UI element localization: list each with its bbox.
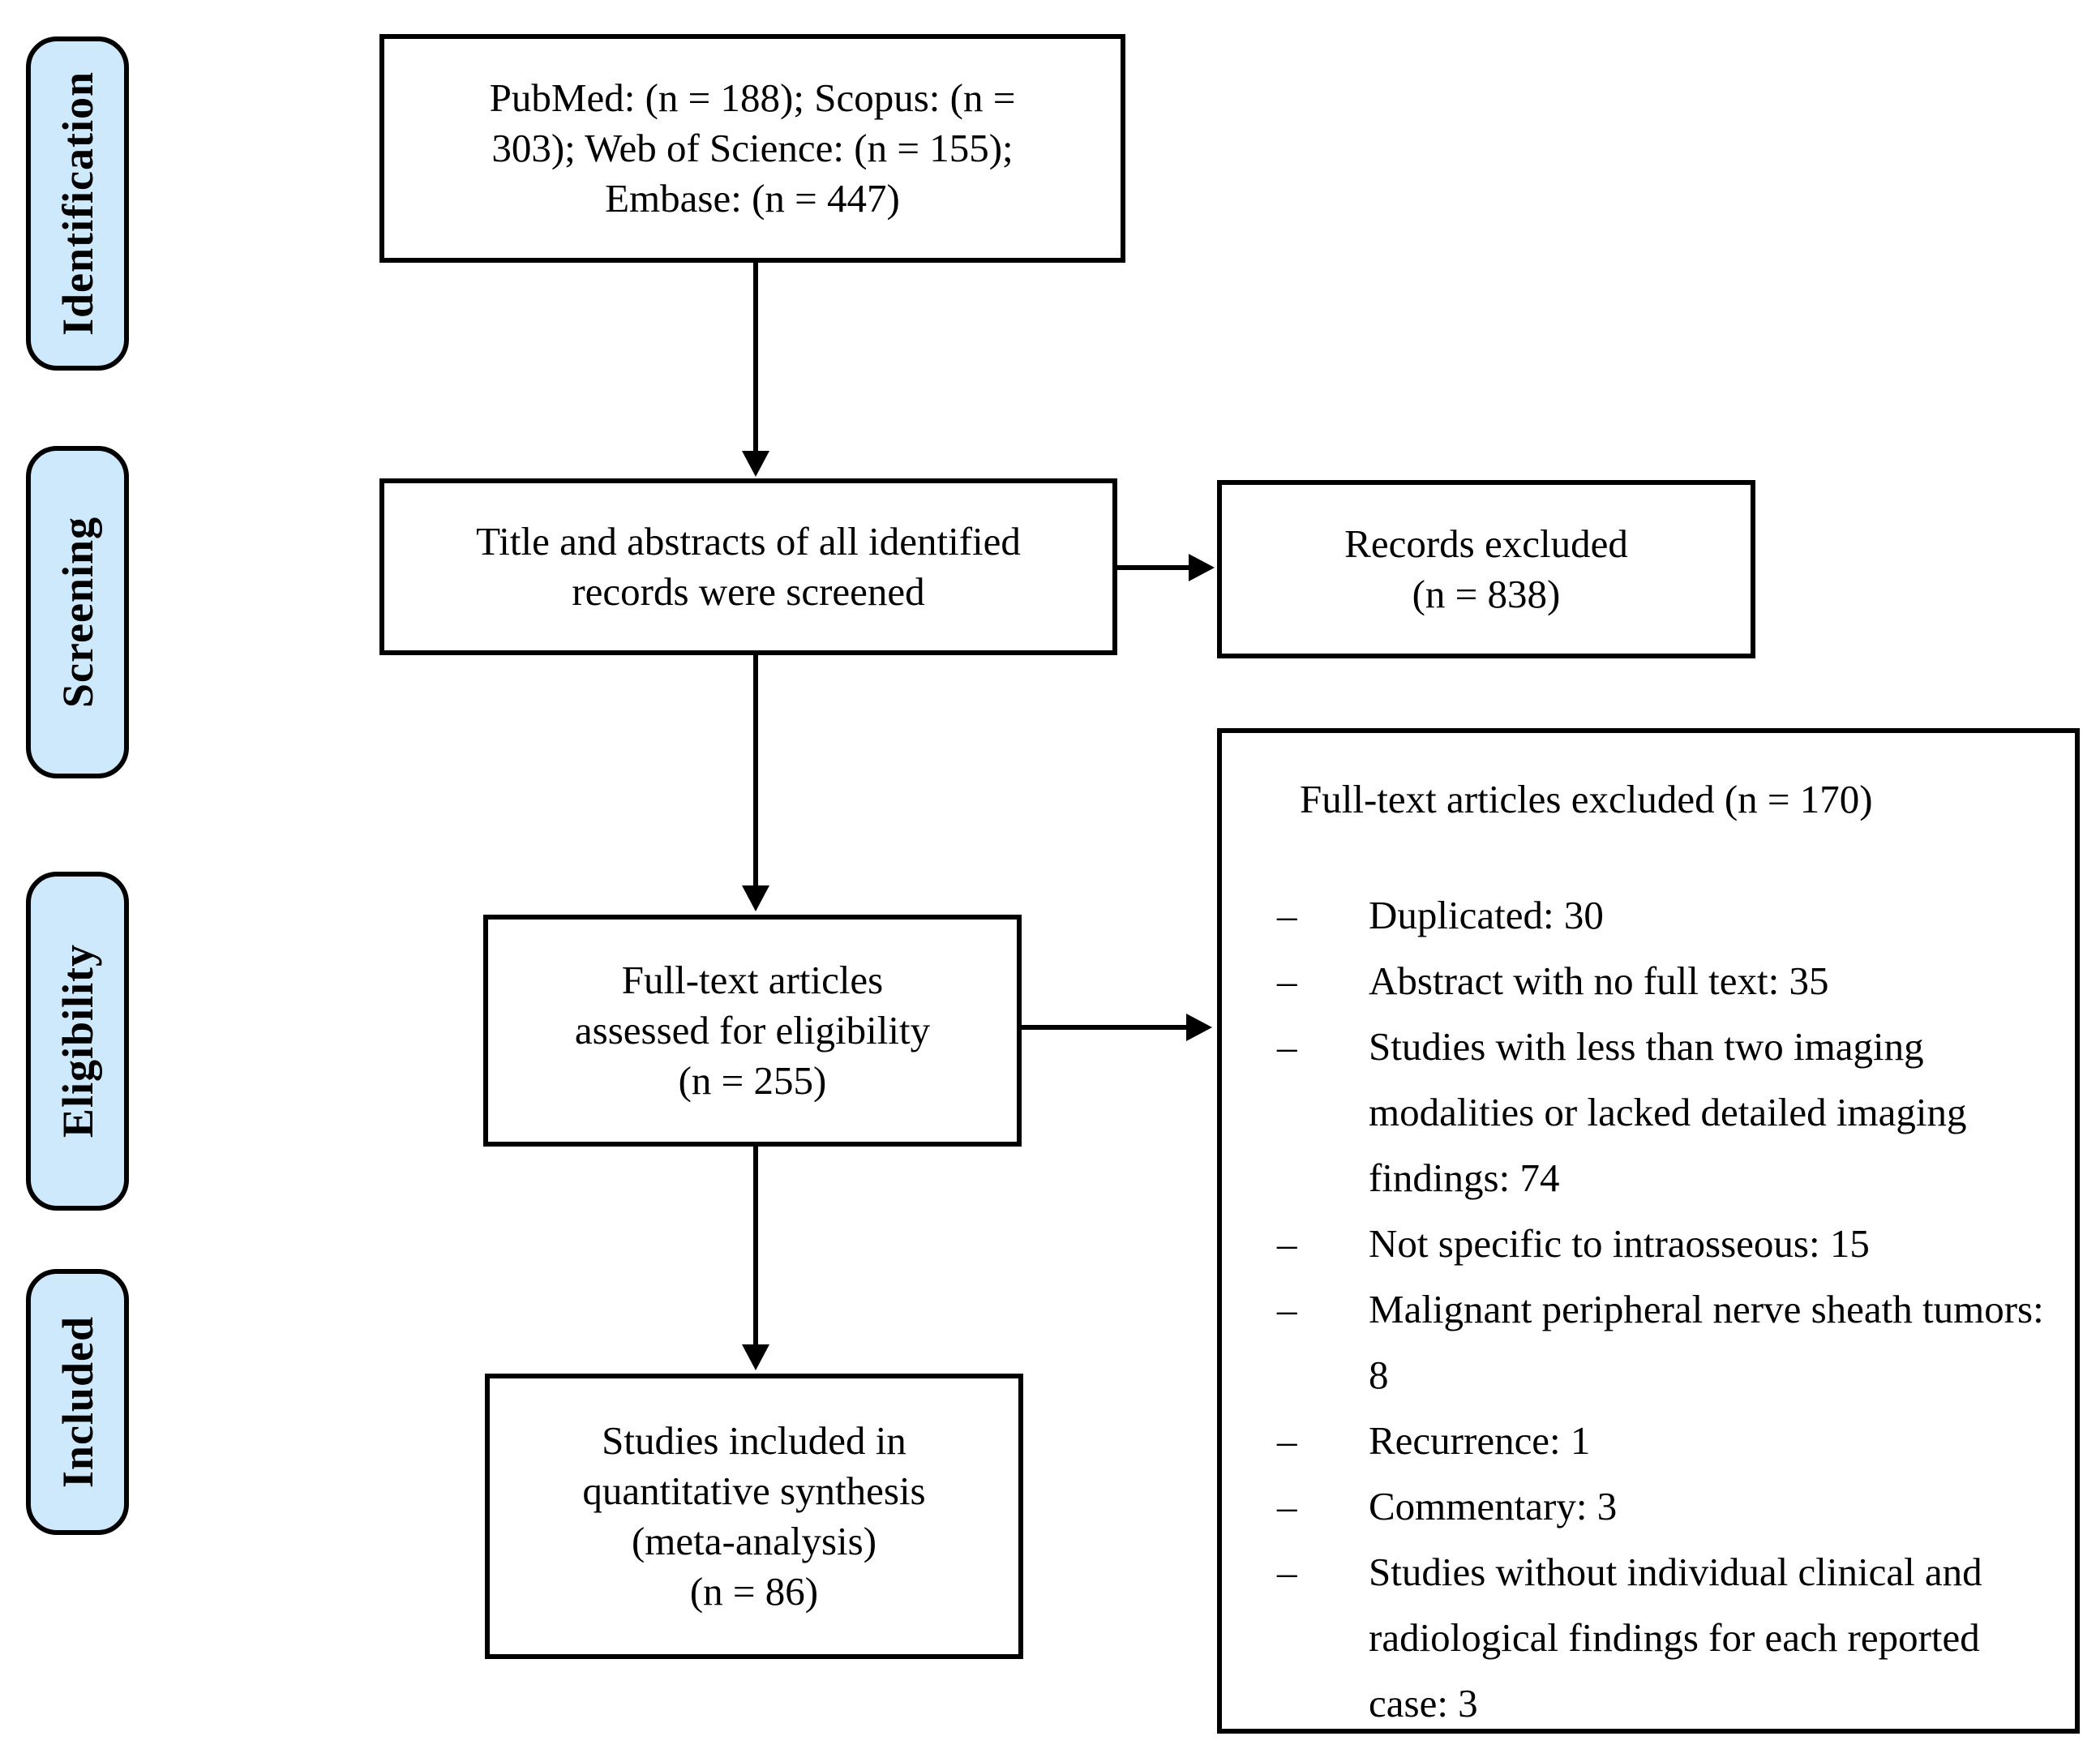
stage-label-eligibility: Eligibility [26, 872, 129, 1211]
arrowhead-down-icon [742, 885, 769, 911]
box-included-studies: Studies included in quantitative synthes… [485, 1374, 1023, 1659]
dash-bullet: – [1277, 958, 1297, 1003]
dash-bullet: – [1277, 1418, 1297, 1463]
box-title-abstract-screened: Title and abstracts of all identified re… [379, 478, 1117, 655]
exclusion-item-text: Studies with less than two imaging modal… [1369, 1024, 1967, 1200]
box-databases-line: PubMed: (n = 188); Scopus: (n = [489, 75, 1016, 120]
exclusion-item-text: Duplicated: 30 [1369, 893, 1604, 937]
exclusion-item-text: Studies without individual clinical and … [1369, 1550, 1982, 1726]
arrow-fulltext-assessed-to-included-studies [753, 1147, 758, 1346]
box-included-studies-line: (meta-analysis) [631, 1519, 877, 1563]
arrow-screened-to-fulltext-assessed [753, 655, 758, 887]
dash-bullet: – [1277, 1287, 1297, 1331]
arrowhead-right-icon [1186, 1014, 1212, 1041]
exclusion-list-item: – Commentary: 3 [1277, 1473, 2047, 1539]
box-fulltext-assessed-line: assessed for eligibility [574, 1008, 931, 1052]
box-records-excluded: Records excluded (n = 838) [1217, 480, 1755, 658]
stage-label-identification: Identification [26, 36, 129, 371]
box-records-excluded-line: (n = 838) [1412, 572, 1561, 616]
fulltext-excluded-title: Full-text articles excluded (n = 170) [1300, 777, 1873, 821]
stage-label-eligibility-text: Eligibility [53, 944, 102, 1138]
arrowhead-right-icon [1189, 554, 1215, 581]
exclusion-list-item: – Recurrence: 1 [1277, 1408, 2047, 1473]
dash-bullet: – [1277, 1221, 1297, 1266]
arrow-databases-to-screened [753, 261, 758, 454]
stage-label-included-text: Included [53, 1315, 102, 1489]
stage-label-screening: Screening [26, 446, 129, 778]
arrowhead-down-icon [742, 451, 769, 477]
arrowhead-down-icon [742, 1344, 769, 1370]
dash-bullet: – [1277, 893, 1297, 937]
exclusion-item-text: Commentary: 3 [1369, 1484, 1618, 1528]
exclusion-list-item: – Abstract with no full text: 35 [1277, 948, 2047, 1014]
exclusion-item-text: Malignant peripheral nerve sheath tumors… [1369, 1287, 2044, 1397]
fulltext-excluded-list: – Duplicated: 30 – Abstract with no full… [1222, 882, 2075, 1736]
box-databases: PubMed: (n = 188); Scopus: (n = 303); We… [379, 34, 1125, 263]
exclusion-list-item: – Malignant peripheral nerve sheath tumo… [1277, 1276, 2047, 1408]
exclusion-item-text: Abstract with no full text: 35 [1369, 958, 1829, 1003]
arrow-screened-to-records-excluded [1117, 565, 1190, 570]
exclusion-item-text: Recurrence: 1 [1369, 1418, 1591, 1463]
stage-label-identification-text: Identification [53, 71, 102, 336]
dash-bullet: – [1277, 1550, 1297, 1594]
stage-label-included: Included [26, 1269, 129, 1535]
box-included-studies-line: (n = 86) [689, 1569, 819, 1614]
box-fulltext-excluded: Full-text articles excluded (n = 170) – … [1217, 728, 2080, 1734]
exclusion-list-item: – Duplicated: 30 [1277, 882, 2047, 948]
box-title-abstract-screened-line: Title and abstracts of all identified [476, 519, 1021, 564]
exclusion-list-item: – Not specific to intraosseous: 15 [1277, 1211, 2047, 1276]
exclusion-list-item: – Studies without individual clinical an… [1277, 1539, 2047, 1736]
exclusion-item-text: Not specific to intraosseous: 15 [1369, 1221, 1870, 1266]
box-databases-line: 303); Web of Science: (n = 155); [491, 126, 1014, 170]
box-fulltext-assessed: Full-text articles assessed for eligibil… [483, 915, 1022, 1147]
exclusion-list-item: – Studies with less than two imaging mod… [1277, 1014, 2047, 1211]
arrow-fulltext-assessed-to-fulltext-excluded [1022, 1025, 1188, 1030]
box-included-studies-line: quantitative synthesis [582, 1468, 926, 1513]
stage-label-screening-text: Screening [53, 517, 102, 708]
dash-bullet: – [1277, 1484, 1297, 1528]
box-fulltext-assessed-line: (n = 255) [678, 1058, 827, 1103]
box-fulltext-assessed-line: Full-text articles [621, 958, 884, 1002]
dash-bullet: – [1277, 1024, 1297, 1069]
box-records-excluded-line: Records excluded [1344, 521, 1628, 566]
box-title-abstract-screened-line: records were screened [572, 569, 925, 614]
box-included-studies-line: Studies included in [602, 1418, 906, 1463]
box-databases-line: Embase: (n = 447) [605, 176, 900, 221]
